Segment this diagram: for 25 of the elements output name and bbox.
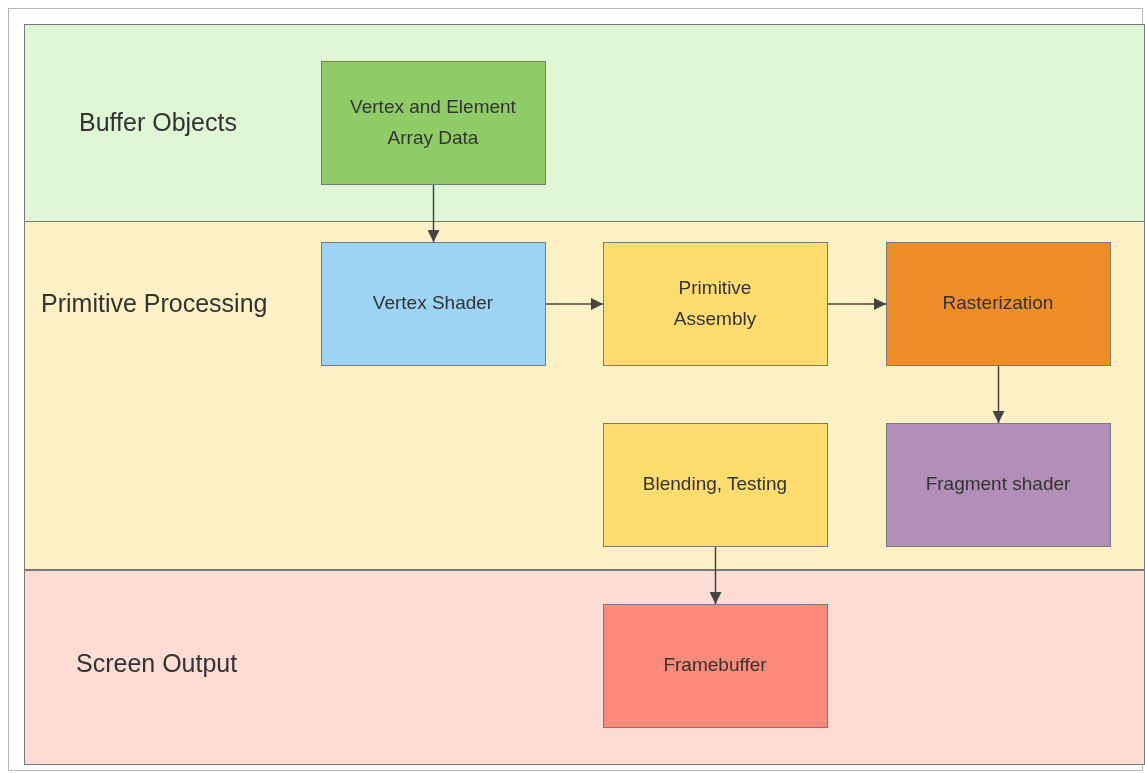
arrow <box>709 546 722 605</box>
process-box <box>885 241 1111 366</box>
arrow <box>827 298 887 310</box>
process-box <box>885 422 1111 547</box>
stage-label: Buffer Objects <box>79 108 237 137</box>
process-box <box>602 422 828 547</box>
box-label: Vertex Shader <box>372 291 494 316</box>
box-label: Vertex and Element Array Data <box>349 95 517 150</box>
arrow <box>427 184 440 243</box>
arrow <box>545 298 604 310</box>
process-box <box>602 241 828 366</box>
box-label: Primitive Assembly <box>672 276 758 331</box>
stage-band <box>24 24 1145 222</box>
box-label: Fragment shader <box>925 472 1071 497</box>
box-label: Rasterization <box>942 291 1054 316</box>
arrow <box>992 365 1005 424</box>
process-box <box>320 60 546 185</box>
box-label: Framebuffer <box>663 653 767 678</box>
stage-band <box>24 570 1145 765</box>
stage-label: Primitive Processing <box>41 289 268 318</box>
box-label: Blending, Testing <box>642 472 788 497</box>
process-box <box>602 603 828 728</box>
stage-band <box>24 221 1145 570</box>
stage-label: Screen Output <box>76 649 238 678</box>
process-box <box>320 241 546 366</box>
